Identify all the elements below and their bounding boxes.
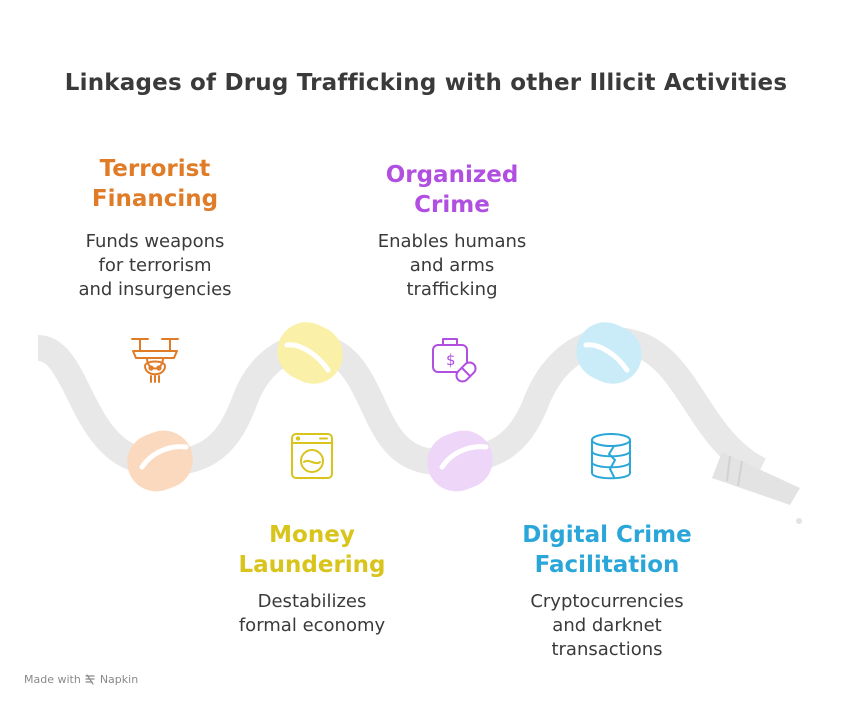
watermark-brand: Napkin [99,673,139,686]
organized-crime-heading: Organized Crime [385,162,519,218]
organized-crime-desc: Enables humans and arms trafficking [377,231,527,300]
money-laundering-heading: Money Laundering [238,522,386,578]
drone-skull-icon [131,338,179,383]
svg-text:$: $ [446,351,456,369]
knot-yellow [277,322,343,384]
terrorist-financing-heading: Terrorist Financing [91,156,219,212]
terrorist-financing-desc: Funds weapons for terrorism and insurgen… [78,231,232,300]
washing-machine-icon [291,433,333,479]
knot-orange [127,430,193,492]
rope-end [712,452,802,524]
digital-crime-heading: Digital Crime Facilitation [522,522,692,578]
money-bag-pill-icon: $ [432,338,477,383]
knot-purple [427,430,493,492]
napkin-logo-icon [85,674,95,685]
digital-crime-desc: Cryptocurrencies and darknet transaction… [530,591,684,660]
money-laundering-desc: Destabilizes formal economy [238,591,386,636]
cracked-database-icon [591,433,631,480]
page-title: Linkages of Drug Trafficking with other … [64,70,788,96]
knot-blue [576,322,642,384]
watermark-prefix: Made with [24,673,81,686]
napkin-watermark[interactable]: Made with Napkin [24,673,138,686]
